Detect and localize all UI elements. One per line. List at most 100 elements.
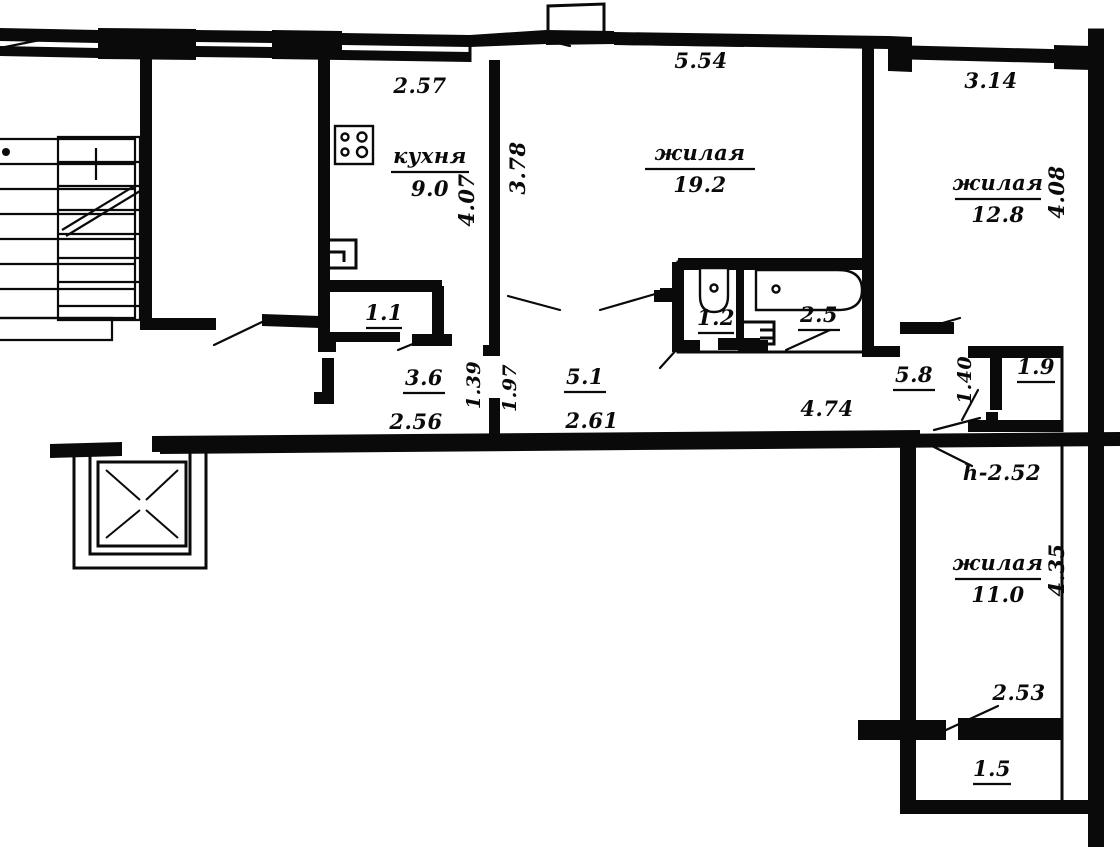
wall-top-block-a xyxy=(98,28,196,60)
wall-kitchen-left xyxy=(318,58,330,348)
wall-pantry-right xyxy=(432,286,444,340)
wall-top-left-inner xyxy=(0,46,98,58)
room-name-living-12: жилая xyxy=(953,170,1044,195)
wall-pantry-top xyxy=(330,280,442,292)
dimension-leaders xyxy=(0,34,1000,732)
stair-break-line xyxy=(61,184,141,237)
dimension-1-40: 1.40 xyxy=(954,356,976,404)
washbasin-detail xyxy=(760,328,776,340)
wall-living19-right-upper xyxy=(862,44,874,262)
dimension-2-53: 2.53 xyxy=(991,680,1045,705)
wall-stairhall-left xyxy=(140,50,152,330)
annotation-ceiling-height: h-2.52 xyxy=(963,460,1041,485)
stair-start-dot xyxy=(2,148,10,156)
kitchen-sink-icon xyxy=(330,238,358,270)
leader-living19-left xyxy=(506,294,562,312)
pantry-1-1 xyxy=(318,280,452,352)
room-area-living-12: 12.8 xyxy=(971,202,1024,227)
staircase xyxy=(0,135,142,342)
balcony-wall-right-lintel xyxy=(160,432,1120,454)
kitchen-fixtures xyxy=(330,124,375,270)
window-bottom-closet xyxy=(962,724,1050,734)
wall-bath-right-foot xyxy=(862,346,900,357)
dimension-2-56: 2.56 xyxy=(388,409,442,434)
wall-pantry-right-foot xyxy=(412,334,452,346)
leader-1-40 xyxy=(960,388,980,422)
toilet-flush-hole xyxy=(709,283,719,293)
window-living12 xyxy=(916,50,1054,62)
area-label-corridor-5-8: 5.8 xyxy=(895,362,933,387)
dimension-3-14: 3.14 xyxy=(964,68,1017,93)
leader-hall-door xyxy=(212,320,264,347)
stove-burner-2 xyxy=(356,131,368,143)
wall-pantry-left-foot xyxy=(318,340,336,352)
dimension-3-78: 3.78 xyxy=(505,141,530,194)
wall-living19-right-lower xyxy=(862,262,874,356)
closet-1-9-group xyxy=(900,322,1064,432)
wall-pantry-bottom xyxy=(330,332,400,342)
wall-top-left-outer xyxy=(0,28,98,43)
stove-burner-3 xyxy=(340,147,350,157)
wall-kitchen-right-foot xyxy=(483,345,500,356)
leader-pantry xyxy=(396,330,444,352)
wall-bottom-left-stub xyxy=(858,720,946,740)
kitchen-sink-tap xyxy=(330,250,346,262)
leader-top-left xyxy=(0,34,62,50)
window-top-a2 xyxy=(196,46,272,58)
vertical-dimensions: 4.07 3.78 4.08 1.39 1.97 1.40 4.35 xyxy=(454,141,1069,596)
door-stub-kitchen-lower xyxy=(322,358,334,400)
room-labels: кухня 9.0 жилая 19.2 жилая 12.8 жилая 11… xyxy=(391,140,1043,607)
dimension-2-61: 2.61 xyxy=(564,408,618,433)
leader-bath-bottom xyxy=(658,346,680,370)
wall-divider-foot xyxy=(718,338,760,350)
dimension-4-74: 4.74 xyxy=(800,396,853,421)
bathtub-icon xyxy=(754,268,864,312)
stove-burner-1 xyxy=(340,132,350,142)
balcony-slab xyxy=(96,460,188,548)
stove-burner-4 xyxy=(355,145,369,159)
dimension-4-35: 4.35 xyxy=(1044,543,1069,596)
dimension-4-07: 4.07 xyxy=(454,173,479,226)
area-label-bath-2-5: 2.5 xyxy=(799,302,838,327)
dimension-2-57: 2.57 xyxy=(392,73,446,98)
balcony-lower-left xyxy=(50,432,1120,570)
room-name-living-11: жилая xyxy=(953,550,1044,575)
area-label-closet-1-5: 1.5 xyxy=(973,756,1011,781)
dimension-4-08: 4.08 xyxy=(1044,165,1069,218)
balcony-outer-rail xyxy=(72,452,208,570)
leader-right-lower xyxy=(932,416,982,432)
closet-1-5-group xyxy=(858,718,1064,802)
wall-bath-left xyxy=(672,262,684,352)
wall-top-jog-2 xyxy=(546,30,614,45)
room-area-living-19: 19.2 xyxy=(673,172,726,197)
window-kitchen-2 xyxy=(342,50,470,62)
horizontal-dimensions: 2.57 5.54 3.14 2.56 2.61 4.74 2.53 h-2.5… xyxy=(388,48,1045,705)
wall-closet-divider xyxy=(990,350,1002,410)
area-label-hall-3-6: 3.6 xyxy=(405,365,443,390)
bathroom-group xyxy=(660,258,868,354)
wall-closet-bottom-stub xyxy=(986,412,998,426)
window-living19 xyxy=(622,36,744,47)
bathtub-drain xyxy=(771,284,781,294)
wall-top-jog xyxy=(470,30,546,47)
area-label-toilet-1-2: 1.2 xyxy=(697,305,735,330)
wall-toilet-bath-divider xyxy=(736,264,744,344)
leader-h-252 xyxy=(918,438,974,468)
balcony-wall-left-lintel xyxy=(50,442,122,458)
dimension-5-54: 5.54 xyxy=(674,48,727,73)
area-label-pantry-1-1: 1.1 xyxy=(365,300,403,325)
stove-icon xyxy=(333,124,375,166)
window-top-a xyxy=(196,30,272,43)
stair-treads-left xyxy=(0,162,135,291)
wall-kitchen-right xyxy=(489,60,500,352)
room-name-kitchen: кухня xyxy=(393,143,467,168)
wall-kitchen-right-lower xyxy=(489,398,500,440)
door-stub-hall xyxy=(262,314,320,328)
leader-2-53 xyxy=(944,704,1000,732)
balcony-inner-rail xyxy=(88,452,192,556)
wall-closet-bottom xyxy=(968,420,1062,432)
balcony-top-protrusion xyxy=(546,2,606,38)
area-label-closet-1-9: 1.9 xyxy=(1017,354,1055,379)
